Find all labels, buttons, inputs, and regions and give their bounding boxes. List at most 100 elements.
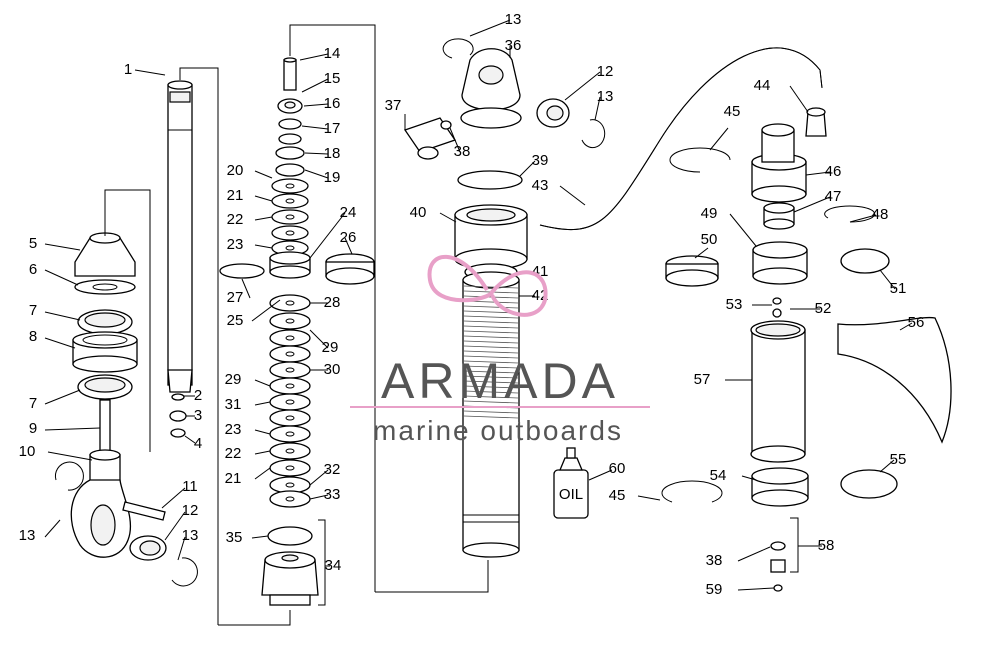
small-washer bbox=[171, 393, 185, 401]
callout-11: 11 bbox=[182, 478, 198, 495]
leader-line bbox=[588, 469, 613, 481]
leader-line bbox=[164, 511, 186, 541]
leader-line bbox=[44, 269, 79, 286]
small-ring bbox=[170, 428, 186, 438]
callout-58: 58 bbox=[818, 537, 835, 554]
leader-line bbox=[303, 103, 329, 107]
callout-28: 28 bbox=[324, 294, 341, 311]
leader-line bbox=[469, 19, 511, 37]
callout-4: 4 bbox=[194, 435, 202, 452]
callout-56: 56 bbox=[908, 314, 925, 331]
callout-13: 13 bbox=[19, 527, 36, 544]
leader-line bbox=[301, 125, 329, 130]
callout-18: 18 bbox=[324, 145, 341, 162]
bearing-stack bbox=[72, 208, 138, 456]
callout-36: 36 bbox=[505, 37, 522, 54]
callout-52: 52 bbox=[815, 300, 832, 317]
leader-line bbox=[737, 546, 771, 562]
callout-9: 9 bbox=[29, 420, 37, 437]
callout-29: 29 bbox=[322, 339, 339, 356]
leader-line bbox=[564, 71, 601, 101]
armada-watermark: ARMADA marine outboards bbox=[350, 254, 650, 446]
callout-5: 5 bbox=[29, 235, 37, 252]
callout-38: 38 bbox=[454, 143, 471, 160]
leader-line bbox=[254, 216, 273, 221]
leader-line bbox=[44, 519, 61, 538]
leader-line bbox=[439, 212, 457, 223]
callout-44: 44 bbox=[754, 77, 771, 94]
callout-23: 23 bbox=[225, 421, 242, 438]
leader-line bbox=[161, 487, 186, 509]
callout-45: 45 bbox=[609, 487, 626, 504]
callout-19: 19 bbox=[324, 169, 341, 186]
seal-cone bbox=[74, 237, 136, 277]
callout-35: 35 bbox=[226, 529, 243, 546]
callout-22: 22 bbox=[227, 211, 244, 228]
callout-17: 17 bbox=[324, 120, 341, 137]
leader-line bbox=[594, 96, 601, 121]
watermark-brand: ARMADA bbox=[381, 353, 619, 409]
leader-line bbox=[849, 214, 877, 223]
leader-line bbox=[309, 212, 346, 259]
callout-49: 49 bbox=[701, 205, 718, 222]
leader-line bbox=[519, 160, 536, 177]
leader-line bbox=[793, 196, 831, 213]
callout-10: 10 bbox=[19, 443, 36, 460]
leader-line bbox=[184, 435, 196, 444]
leader-line bbox=[44, 427, 101, 431]
leader-line bbox=[44, 311, 81, 321]
callout-46: 46 bbox=[825, 163, 842, 180]
leader-line bbox=[709, 127, 729, 151]
callout-57: 57 bbox=[694, 371, 711, 388]
reservoir-assembly bbox=[661, 107, 952, 592]
leader-line bbox=[254, 429, 271, 435]
leader-line bbox=[254, 170, 273, 179]
leader-line bbox=[741, 475, 757, 481]
callout-21: 21 bbox=[227, 187, 244, 204]
callout-1: 1 bbox=[124, 61, 132, 78]
callout-53: 53 bbox=[726, 296, 743, 313]
callout-60: 60 bbox=[609, 460, 626, 477]
callout-29: 29 bbox=[225, 371, 242, 388]
callout-22: 22 bbox=[225, 445, 242, 462]
shock-body: OIL bbox=[375, 38, 823, 593]
leader-line bbox=[879, 459, 895, 473]
leader-line bbox=[449, 127, 461, 153]
leader-line bbox=[177, 536, 186, 561]
leader-line bbox=[47, 451, 93, 461]
piston-rod-assembly bbox=[104, 67, 219, 625]
leader-line bbox=[299, 53, 329, 61]
callout-24: 24 bbox=[340, 204, 357, 221]
callout-21: 21 bbox=[225, 470, 242, 487]
leader-line bbox=[344, 237, 353, 255]
leader-line bbox=[309, 469, 329, 486]
callout-6: 6 bbox=[29, 261, 37, 278]
leader-line bbox=[309, 329, 329, 349]
callout-32: 32 bbox=[324, 461, 341, 478]
leader-line bbox=[559, 185, 586, 206]
callout-3: 3 bbox=[194, 407, 202, 424]
leader-line bbox=[879, 269, 896, 290]
callout-25: 25 bbox=[227, 312, 244, 329]
leader-line bbox=[304, 169, 329, 179]
leader-line bbox=[254, 401, 271, 406]
callout-7: 7 bbox=[29, 395, 37, 412]
callout-39: 39 bbox=[532, 152, 549, 169]
callout-30: 30 bbox=[324, 361, 341, 378]
callout-8: 8 bbox=[29, 328, 37, 345]
oil-bottle-label: OIL bbox=[559, 486, 583, 503]
leader-line bbox=[134, 69, 166, 76]
callout-13: 13 bbox=[182, 527, 199, 544]
leader-line bbox=[637, 495, 661, 501]
callout-55: 55 bbox=[890, 451, 907, 468]
callout-40: 40 bbox=[410, 204, 427, 221]
leader-line bbox=[254, 244, 273, 249]
leader-line bbox=[309, 494, 329, 500]
callout-13: 13 bbox=[505, 11, 522, 28]
callout-38: 38 bbox=[706, 552, 723, 569]
callout-48: 48 bbox=[872, 206, 889, 223]
callout-23: 23 bbox=[227, 236, 244, 253]
eye-mount bbox=[54, 449, 198, 587]
